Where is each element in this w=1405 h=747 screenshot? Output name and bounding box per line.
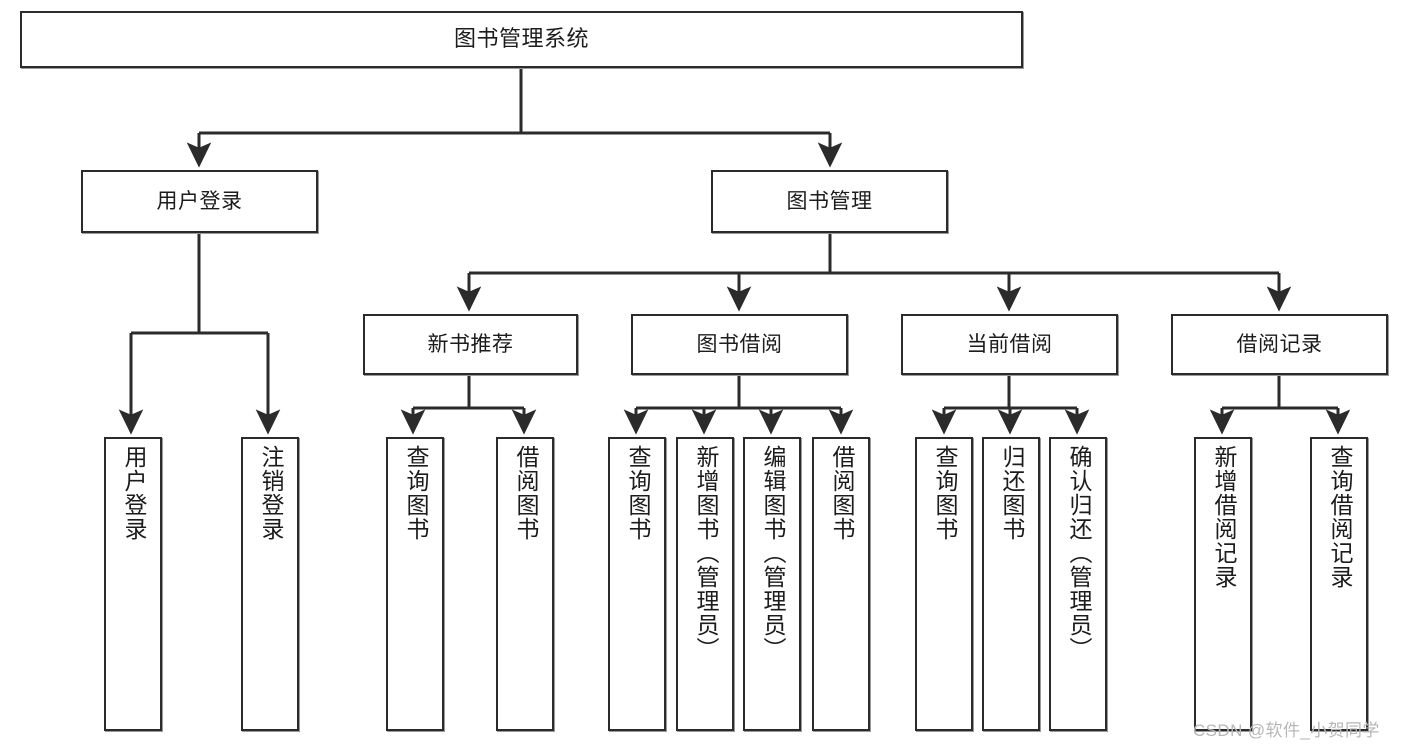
leaf-logout-login[interactable]: 注销登录	[241, 437, 299, 731]
node-label: 查询借阅记录	[1326, 445, 1353, 589]
node-label: 借阅图书	[828, 445, 855, 541]
leaf-add-borrow-record[interactable]: 新增借阅记录	[1194, 437, 1252, 731]
watermark: CSDN @软件_小贺同学	[1193, 721, 1380, 740]
node-borrow-record[interactable]: 借阅记录	[1171, 314, 1388, 375]
node-label: 新增借阅记录	[1210, 445, 1237, 589]
node-root-book-management-system[interactable]: 图书管理系统	[20, 11, 1023, 68]
node-label: 图书借阅	[696, 332, 783, 356]
node-current-borrow[interactable]: 当前借阅	[901, 314, 1118, 375]
leaf-confirm-return[interactable]: 确认归还（管理员）	[1049, 437, 1107, 731]
node-label: 用户登录	[156, 189, 243, 213]
node-label: 图书管理系统	[453, 26, 589, 52]
node-label: 借阅图书	[512, 445, 539, 541]
leaf-query-borrow-record[interactable]: 查询借阅记录	[1310, 437, 1368, 731]
node-new-book-recommend[interactable]: 新书推荐	[363, 314, 578, 375]
node-label: 确认归还（管理员）	[1065, 445, 1092, 661]
node-label: 新书推荐	[427, 332, 514, 356]
node-label: 归还图书	[998, 445, 1025, 541]
leaf-edit-book[interactable]: 编辑图书（管理员）	[743, 437, 801, 731]
node-label: 用户登录	[120, 445, 147, 541]
node-label: 图书管理	[786, 189, 873, 213]
leaf-query-book-borrow[interactable]: 查询图书	[608, 437, 666, 731]
leaf-return-book[interactable]: 归还图书	[982, 437, 1040, 731]
node-label: 查询图书	[624, 445, 651, 541]
node-label: 注销登录	[257, 445, 284, 541]
leaf-borrow-book-recommend[interactable]: 借阅图书	[496, 437, 554, 731]
leaf-add-book[interactable]: 新增图书（管理员）	[676, 437, 734, 731]
leaf-user-login[interactable]: 用户登录	[104, 437, 162, 731]
node-book-borrow[interactable]: 图书借阅	[631, 314, 848, 375]
node-label: 借阅记录	[1236, 332, 1323, 356]
node-label: 当前借阅	[966, 332, 1053, 356]
leaf-query-book-recommend[interactable]: 查询图书	[386, 437, 444, 731]
node-label: 查询图书	[402, 445, 429, 541]
leaf-borrow-book[interactable]: 借阅图书	[812, 437, 870, 731]
node-user-login[interactable]: 用户登录	[81, 170, 318, 233]
leaf-query-book-current[interactable]: 查询图书	[915, 437, 973, 731]
node-book-manage[interactable]: 图书管理	[711, 170, 948, 233]
node-label: 编辑图书（管理员）	[759, 445, 786, 661]
node-label: 新增图书（管理员）	[692, 445, 719, 661]
node-label: 查询图书	[931, 445, 958, 541]
